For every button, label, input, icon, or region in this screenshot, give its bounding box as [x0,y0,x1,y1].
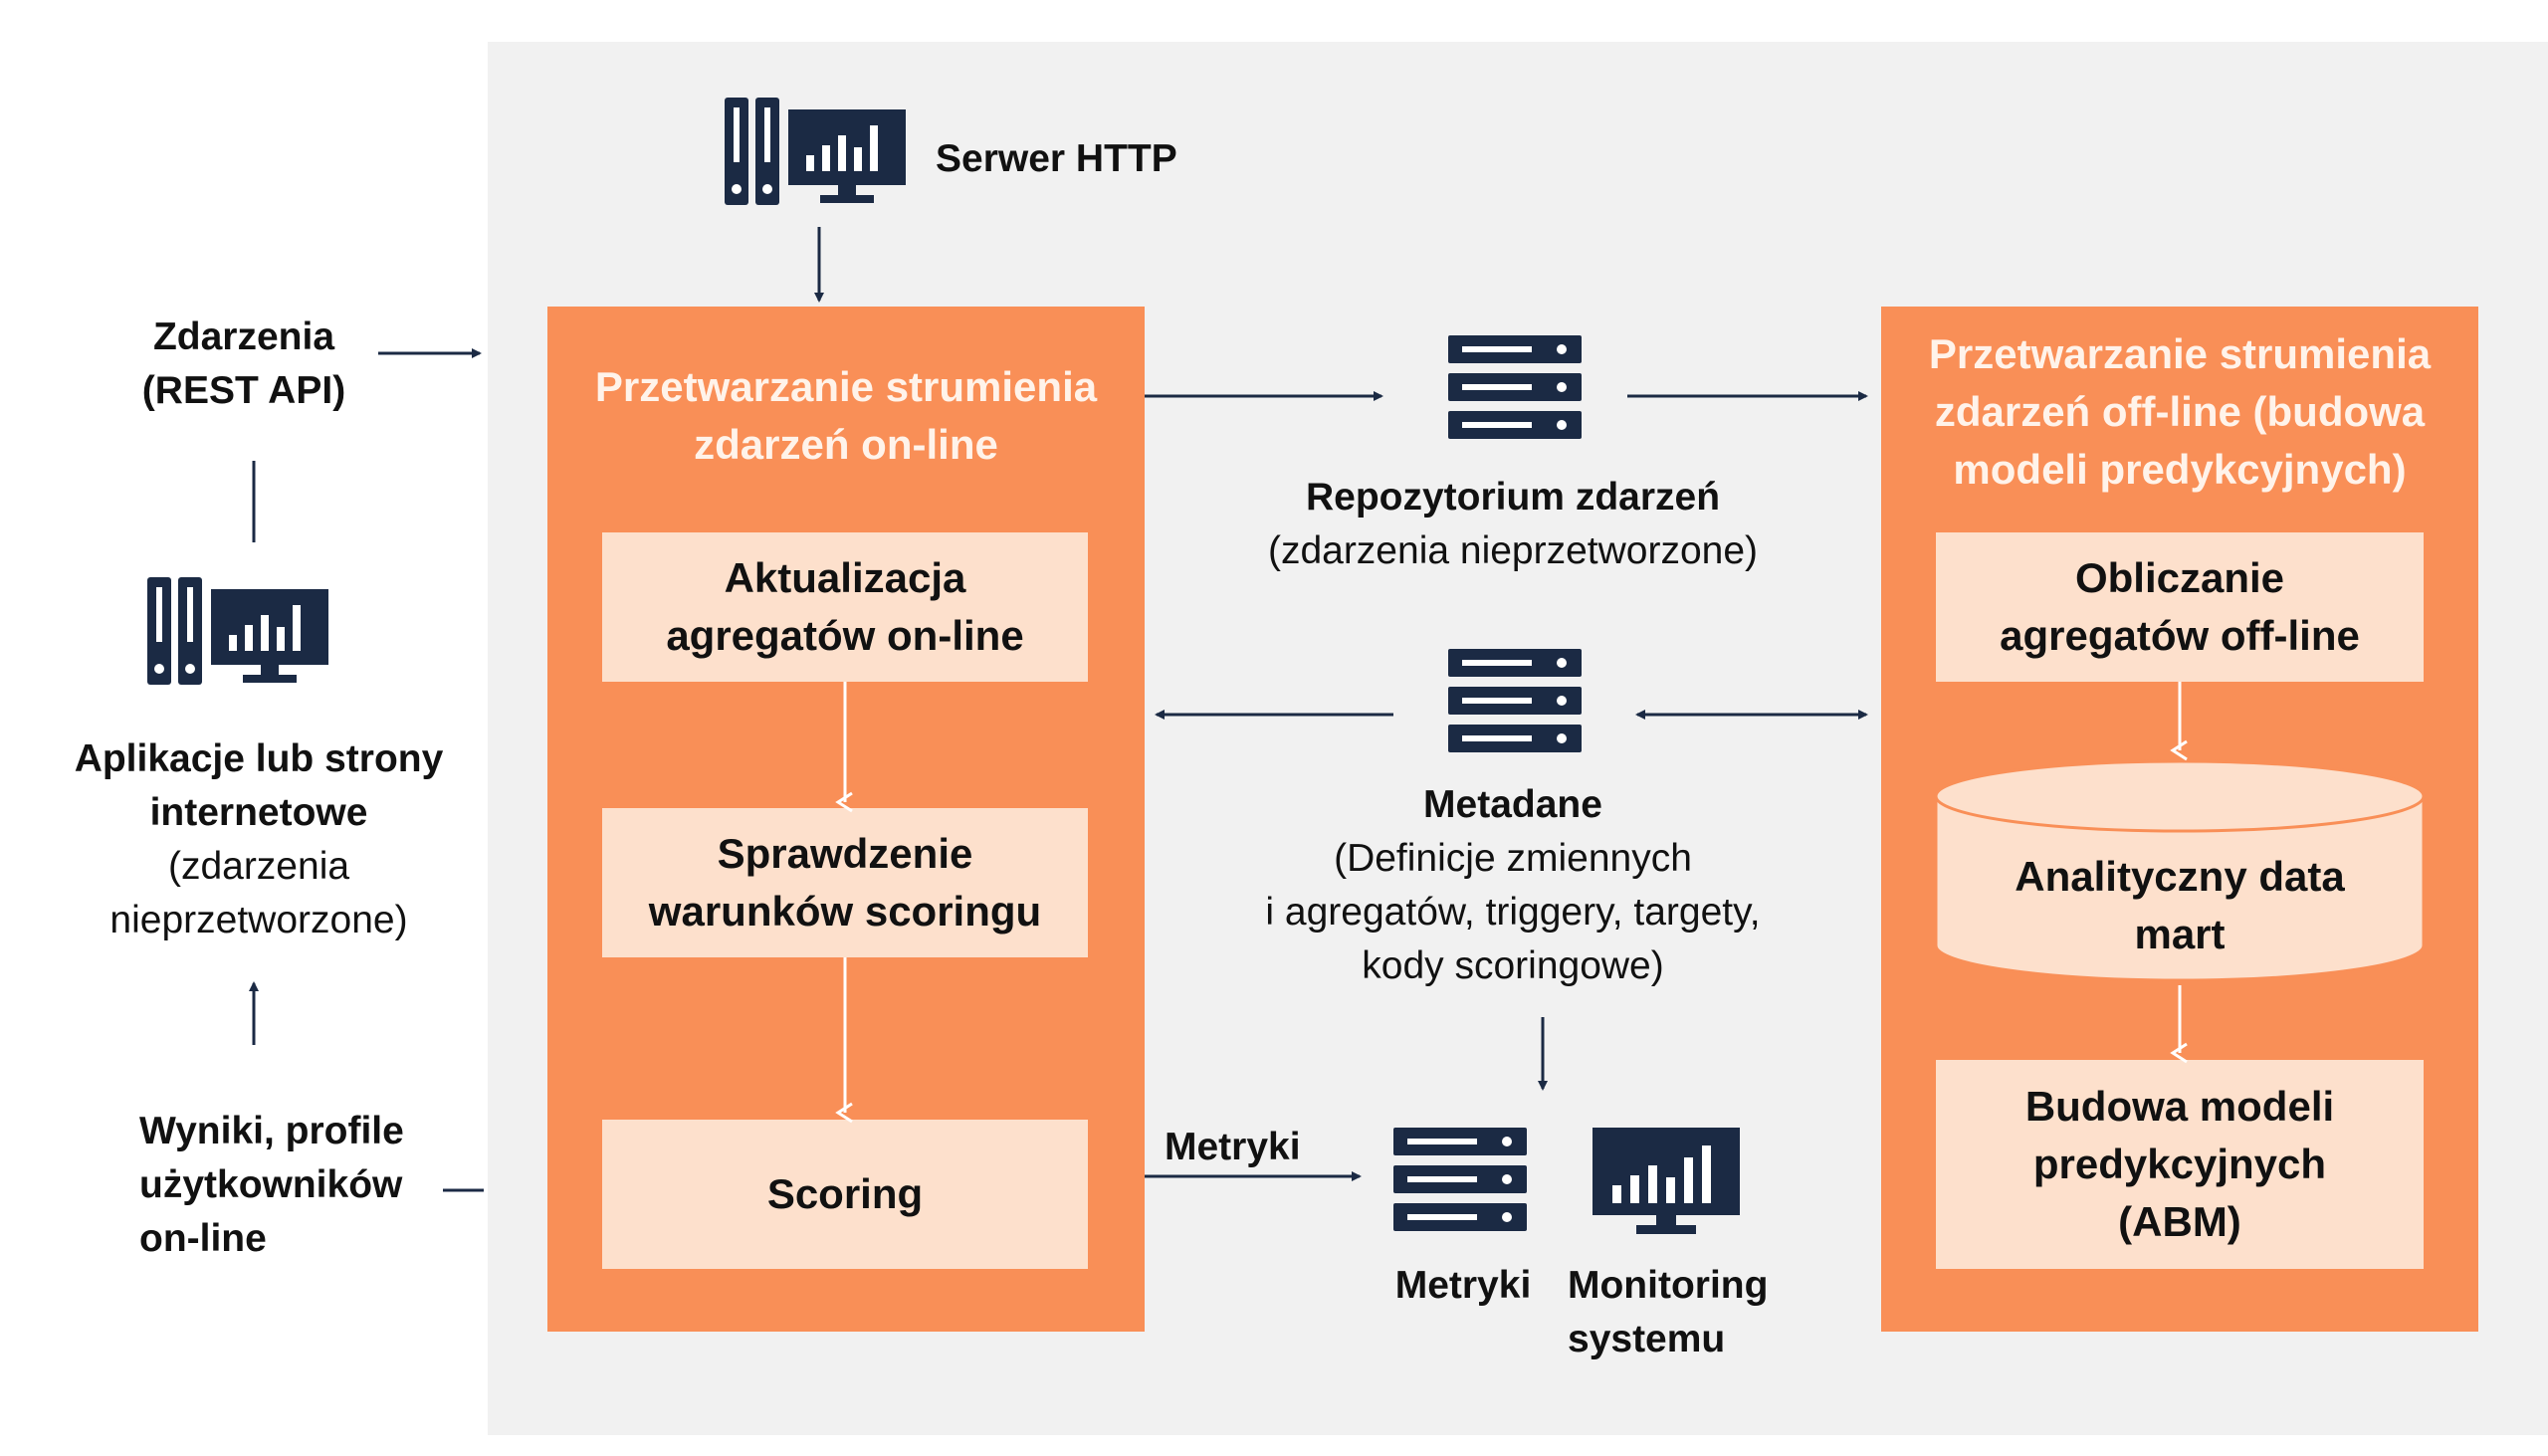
repository-server-rack-icon [1448,335,1582,439]
apps-label: Aplikacje lub strony internetowe (zdarze… [74,737,444,941]
datamart-cylinder-icon [1934,759,2426,982]
metadata-label: Metadane (Definicje zmiennych i agregató… [1265,783,1761,987]
repository-label: Repozytorium zdarzeń (zdarzenia nieprzet… [1267,476,1759,572]
events-rest-api-label: Zdarzenia (REST API) [141,315,346,412]
metrics-server-label: Metryki [1394,1264,1532,1307]
http-server-label: Serwer HTTP [936,137,1177,180]
metadata-server-rack-icon [1448,649,1582,752]
apps-server-monitor-icon [147,577,328,685]
server-monitor-icon [725,98,906,205]
metrics-server-rack-icon [1393,1128,1527,1231]
offline-box-title: Przetwarzanie strumienia zdarzeń off-lin… [1928,330,2432,493]
monitoring-chart-icon [1592,1128,1740,1234]
monitoring-label: Monitoring systemu [1568,1264,1769,1360]
results-label: Wyniki, profile użytkowników on-line [139,1110,404,1260]
online-step-scoring: Scoring [602,1120,1088,1269]
online-box-title: Przetwarzanie strumienia zdarzeń on-line [594,363,1098,468]
metrics-arrow-label: Metryki [1165,1126,1301,1168]
